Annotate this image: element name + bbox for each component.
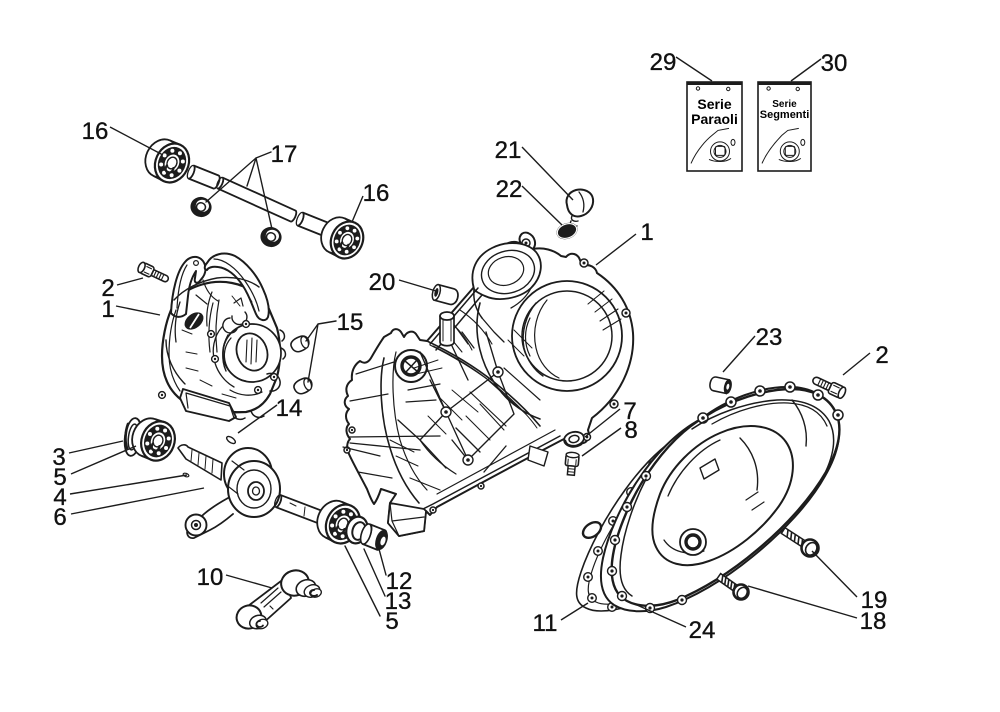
svg-text:2: 2: [101, 275, 114, 302]
svg-text:22: 22: [496, 176, 523, 203]
svg-text:2: 2: [875, 342, 888, 369]
svg-text:4: 4: [53, 484, 66, 511]
svg-text:17: 17: [271, 141, 298, 168]
svg-text:12: 12: [386, 568, 413, 595]
svg-text:18: 18: [860, 608, 887, 635]
svg-text:6: 6: [53, 504, 66, 531]
svg-text:3: 3: [52, 444, 65, 471]
svg-text:7: 7: [623, 398, 636, 425]
svg-text:1: 1: [640, 219, 653, 246]
svg-text:Segmenti: Segmenti: [760, 109, 810, 121]
svg-text:30: 30: [821, 50, 848, 77]
svg-text:29: 29: [650, 49, 677, 76]
svg-text:24: 24: [689, 617, 716, 644]
svg-text:19: 19: [861, 587, 888, 614]
svg-text:5: 5: [385, 608, 398, 635]
svg-text:8: 8: [624, 417, 637, 444]
svg-text:11: 11: [533, 610, 558, 637]
svg-text:1: 1: [101, 296, 114, 323]
svg-text:Serie: Serie: [772, 99, 797, 110]
svg-text:15: 15: [337, 309, 364, 336]
svg-text:20: 20: [369, 269, 396, 296]
svg-text:Paraoli: Paraoli: [691, 111, 738, 127]
svg-text:13: 13: [385, 588, 412, 615]
svg-text:23: 23: [756, 324, 783, 351]
svg-text:10: 10: [197, 564, 224, 591]
svg-text:Serie: Serie: [697, 96, 731, 112]
svg-text:16: 16: [363, 180, 390, 207]
svg-text:5: 5: [53, 464, 66, 491]
svg-text:14: 14: [276, 395, 303, 422]
svg-text:21: 21: [495, 137, 522, 164]
svg-text:16: 16: [82, 118, 109, 145]
